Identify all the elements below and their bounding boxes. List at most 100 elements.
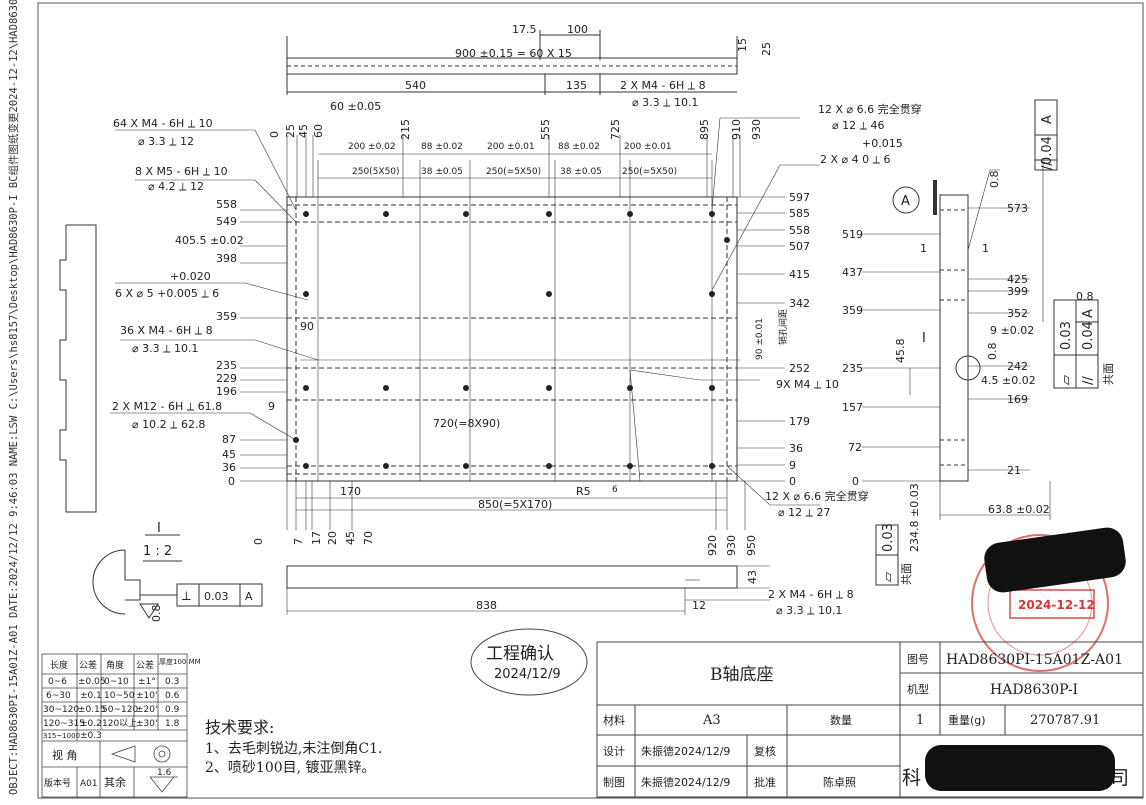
callout-12x-cbore: ⌀ 12 ⟂ 46: [832, 119, 884, 132]
tol-cell: 0~6: [48, 677, 67, 687]
sheet-border: [37, 2, 1144, 799]
span-dim: 250(5X50): [352, 167, 400, 177]
dim-6: 6: [612, 485, 618, 495]
span-dim: 250(=5X50): [622, 167, 677, 177]
company-seal: [971, 534, 1109, 672]
bottom-tick: 0: [252, 538, 265, 545]
side-dim: 63.8 ±0.02: [988, 503, 1050, 516]
left-y: 549: [216, 215, 237, 228]
callout-tol-015: +0.015: [862, 137, 903, 150]
bottom-tick: 920: [706, 535, 719, 556]
other-label: 其余: [104, 775, 126, 789]
approve-label: 批准: [754, 775, 776, 789]
detail-i: [92, 534, 263, 619]
callout-2xm12-drill: ⌀ 10.2 ⟂ 62.8: [132, 418, 205, 431]
left-y: 359: [216, 310, 237, 323]
bottom-view: [286, 565, 770, 615]
tol-header: 公差: [136, 659, 154, 671]
right-y: 585: [789, 207, 810, 220]
tech-item-1: 1、去毛刺锐边,未注倒角C1.: [205, 741, 382, 757]
top-view: [286, 30, 738, 95]
dim-720: 720(=8X90): [433, 417, 500, 430]
left-y: 196: [216, 385, 237, 398]
tol-cell: ±30': [136, 719, 157, 729]
tol3-sym: ▱: [881, 572, 896, 582]
rough-08: 0.8: [986, 343, 999, 361]
weight-value: 270787.91: [1030, 713, 1100, 728]
detail-scale: 1 : 2: [143, 544, 172, 559]
tol-cell: 50~120: [102, 705, 138, 715]
left-y: 45: [222, 448, 236, 461]
datum-a: A: [901, 194, 910, 209]
drafter-label: 制图: [603, 776, 625, 789]
bottom-tick: 950: [745, 535, 758, 556]
tol-cell: ±0.05: [78, 677, 106, 687]
seal-date: 2024-12-12: [1018, 598, 1095, 612]
stamp-title: 工程确认: [486, 644, 554, 664]
bottom-callout-m4: 2 X M4 - 6H ⟂ 8: [768, 588, 854, 601]
tolerance-frame-2: [1053, 299, 1099, 389]
material-label: 材料: [603, 713, 625, 727]
detail-label: I: [157, 521, 161, 536]
tol-cell: 1.8: [165, 719, 180, 729]
tol2-flat-val: 0.03: [1059, 321, 1074, 350]
left-y: 235: [216, 359, 237, 372]
left-y: 229: [216, 372, 237, 385]
span-dim: 200 ±0.01: [624, 142, 672, 152]
top-tick: 60: [312, 124, 325, 138]
tech-title: 技术要求:: [205, 718, 274, 737]
right-y: 0: [789, 475, 796, 488]
bottom-tick: 930: [725, 535, 738, 556]
top-tick: 215: [399, 119, 412, 140]
drafter: 朱振德2024/12/9: [641, 775, 730, 789]
callout-36xm4-drill: ⌀ 3.3 ⟂ 10.1: [132, 342, 198, 355]
tol-header: 角度: [106, 659, 124, 671]
approver: 陈卓照: [823, 775, 856, 789]
file-path-label: OBJECT:HAD8630PI-15A01Z-A01 DATE:2024/12…: [8, 0, 20, 795]
top-tick: 25: [284, 124, 297, 138]
tol2-flat: ▱: [1059, 375, 1074, 385]
right-y: 36: [789, 442, 803, 455]
right-y: 597: [789, 191, 810, 204]
tol-header: 厚度100 MM: [159, 657, 201, 666]
callout-36xm4: 36 X M4 - 6H ⟂ 8: [120, 324, 213, 337]
dim-r5: R5: [576, 485, 591, 498]
tol-cell: 6~30: [46, 691, 71, 701]
callout-8xm5: 8 X M5 - 6H ⟂ 10: [135, 165, 228, 178]
dim-850: 850(=5X170): [478, 498, 552, 511]
tol-cell: ±0.3: [80, 731, 102, 741]
callout-2xm12: 2 X M12 - 6H ⟂ 61.8: [112, 400, 222, 413]
side-dim: 234.8 ±0.03: [908, 483, 921, 552]
weight-label: 重量(g): [948, 713, 986, 727]
side-right-y: 169: [1007, 393, 1028, 406]
left-y: 398: [216, 252, 237, 265]
company-first: 科: [902, 767, 921, 789]
design-label: 设计: [603, 745, 625, 758]
dim-170: 170: [340, 485, 361, 498]
span-dim: 38 ±0.05: [421, 167, 463, 177]
detail-rough: 0.8: [150, 605, 163, 623]
tol2-par-val: 0.04: [1081, 321, 1096, 350]
detail-ref: I: [922, 331, 926, 346]
dim-9: 9: [268, 400, 275, 413]
rough-16: 1.6: [157, 768, 172, 778]
tol1-datum: A: [1040, 115, 1055, 124]
side-dim: 9 ±0.02: [990, 324, 1034, 337]
right-y: 558: [789, 224, 810, 237]
pin-spacing-label: 销孔间距: [777, 309, 789, 345]
side-right-y: 21: [1007, 464, 1021, 477]
top-tick: 930: [750, 119, 763, 140]
side-dim: 4.5 ±0.02: [981, 374, 1036, 387]
callout-8xm5-drill: ⌀ 4.2 ⟂ 12: [148, 180, 204, 193]
bottom-tick: 7: [292, 538, 305, 545]
drawing-no: HAD8630PI-15A01Z-A01: [946, 652, 1123, 668]
dim-90-left: 90: [300, 320, 314, 333]
left-y: 405.5 ±0.02: [175, 234, 244, 247]
tol2-datum: A: [1081, 309, 1096, 318]
tol-cell: ±1°: [138, 677, 156, 687]
side-right-y: 352: [1007, 307, 1028, 320]
span-dim: 200 ±0.01: [487, 142, 535, 152]
coplanar-label-2: 共面: [900, 563, 913, 585]
